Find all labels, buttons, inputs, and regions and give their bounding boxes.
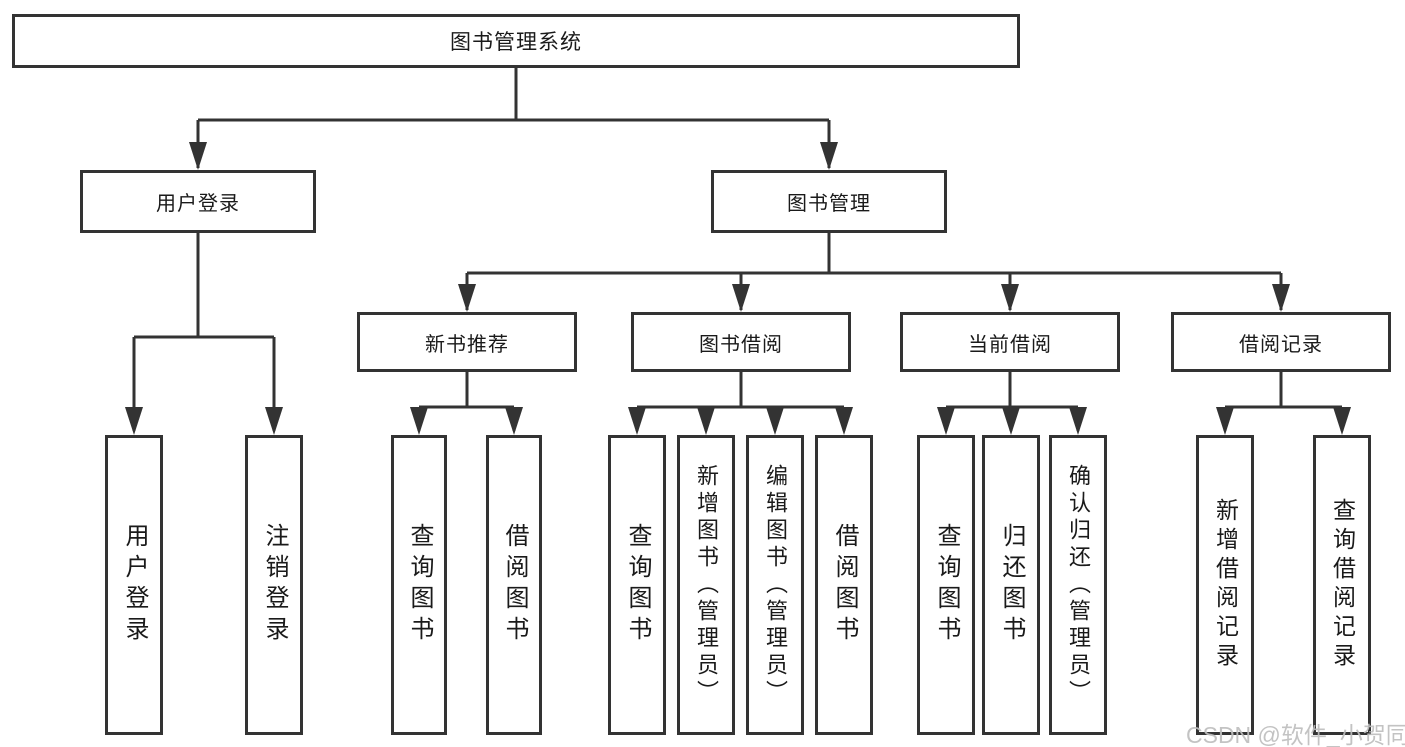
leaf-borrow-book-1: 借阅图书 — [486, 435, 542, 735]
leaf-query-book-2: 查询图书 — [608, 435, 666, 735]
connector-root-to-level2 — [196, 68, 831, 168]
node-label: 用户登录 — [156, 193, 240, 215]
leaf-return-book: 归还图书 — [982, 435, 1040, 735]
node-new-book-recommend: 新书推荐 — [357, 312, 577, 372]
node-label: 新书推荐 — [425, 333, 509, 356]
arrow-down-icon — [265, 407, 283, 435]
leaf-query-borrow-record: 查询借阅记录 — [1313, 435, 1371, 735]
leaf-add-book-admin: 新增图书（管理员） — [677, 435, 735, 735]
leaf-label: 查询图书 — [406, 523, 433, 647]
leaf-label: 查询借阅记录 — [1329, 498, 1356, 672]
leaf-label: 查询图书 — [933, 523, 960, 647]
arrow-down-icon — [189, 142, 207, 170]
arrow-down-icon — [458, 284, 476, 312]
arrow-down-icon — [505, 407, 523, 435]
leaf-label: 归还图书 — [998, 523, 1025, 647]
leaf-confirm-return-admin: 确认归还（管理员） — [1049, 435, 1107, 735]
leaf-query-book-1: 查询图书 — [391, 435, 447, 735]
leaf-logout: 注销登录 — [245, 435, 303, 735]
leaf-label: 借阅图书 — [501, 523, 528, 647]
arrow-down-icon — [697, 407, 715, 435]
leaf-user-login: 用户登录 — [105, 435, 163, 735]
arrow-down-icon — [1272, 284, 1290, 312]
node-label: 借阅记录 — [1239, 333, 1323, 356]
leaf-label: 注销登录 — [261, 523, 288, 647]
connector-borrowrecord-to-leaves — [1223, 372, 1344, 431]
arrow-down-icon — [125, 407, 143, 435]
connector-bookborrow-to-leaves — [635, 372, 846, 431]
leaf-add-borrow-record: 新增借阅记录 — [1196, 435, 1254, 735]
leaf-label: 确认归还（管理员） — [1066, 463, 1091, 707]
leaf-query-book-3: 查询图书 — [917, 435, 975, 735]
node-current-borrow: 当前借阅 — [900, 312, 1120, 372]
arrow-down-icon — [1001, 284, 1019, 312]
node-root-system: 图书管理系统 — [12, 14, 1020, 68]
leaf-label: 查询图书 — [624, 523, 651, 647]
leaf-label: 新增借阅记录 — [1212, 498, 1239, 672]
leaf-label: 用户登录 — [121, 523, 148, 647]
node-borrow-record: 借阅记录 — [1171, 312, 1391, 372]
csdn-watermark: CSDN @软件_小贺同学 — [1186, 722, 1405, 747]
arrow-down-icon — [628, 407, 646, 435]
node-book-borrow: 图书借阅 — [631, 312, 851, 372]
node-label: 图书管理系统 — [450, 31, 582, 54]
arrow-down-icon — [410, 407, 428, 435]
arrow-down-icon — [820, 142, 838, 170]
node-label: 图书借阅 — [699, 333, 783, 356]
arrow-down-icon — [835, 407, 853, 435]
node-book-management: 图书管理 — [711, 170, 947, 233]
connector-newbook-to-leaves — [417, 372, 516, 431]
arrow-down-icon — [1002, 407, 1020, 435]
leaf-borrow-book-2: 借阅图书 — [815, 435, 873, 735]
leaf-edit-book-admin: 编辑图书（管理员） — [746, 435, 804, 735]
leaf-label: 借阅图书 — [831, 523, 858, 647]
arrow-down-icon — [1069, 407, 1087, 435]
leaf-label: 编辑图书（管理员） — [763, 463, 788, 707]
connector-bookmgmt-to-level3 — [465, 233, 1283, 310]
arrowheads — [125, 142, 1351, 435]
arrow-down-icon — [1333, 407, 1351, 435]
arrow-down-icon — [1216, 407, 1234, 435]
node-label: 当前借阅 — [968, 333, 1052, 356]
arrow-down-icon — [766, 407, 784, 435]
connector-userlogin-to-leaves — [132, 233, 276, 431]
leaf-label: 新增图书（管理员） — [694, 463, 719, 707]
node-label: 图书管理 — [787, 193, 871, 215]
arrow-down-icon — [732, 284, 750, 312]
arrow-down-icon — [937, 407, 955, 435]
node-user-login: 用户登录 — [80, 170, 316, 233]
